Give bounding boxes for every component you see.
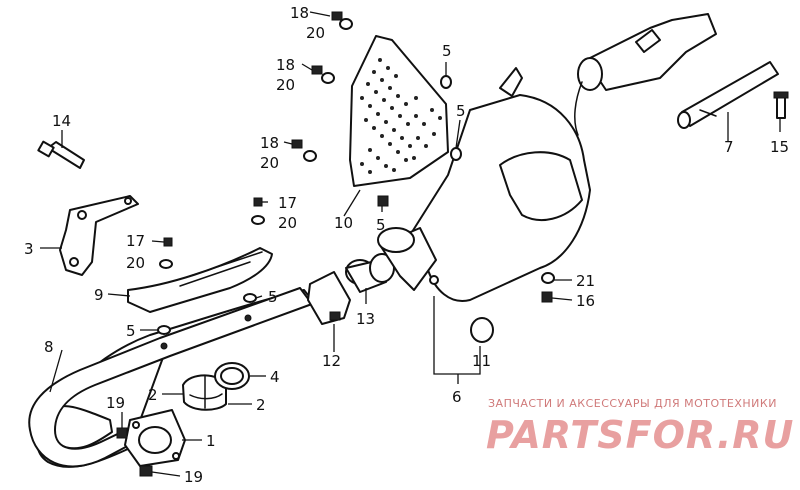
exhaust-gasket [214, 362, 250, 390]
label-20-top: 20 [306, 24, 325, 42]
label-7: 7 [724, 138, 734, 156]
label-19-b: 19 [184, 468, 203, 486]
muffler-protector [349, 35, 449, 187]
washer-20-d [251, 215, 265, 225]
label-5-a: 5 [442, 42, 452, 60]
label-20-d: 20 [278, 214, 297, 232]
pipe-heat-protector [127, 247, 273, 313]
label-18-low: 18 [260, 134, 279, 152]
label-20-e: 20 [126, 254, 145, 272]
leader-lines [40, 11, 781, 477]
bolt-18-low [291, 139, 303, 149]
label-15: 15 [770, 138, 789, 156]
label-12: 12 [322, 352, 341, 370]
label-14: 14 [52, 112, 71, 130]
fasteners [116, 11, 555, 477]
bolt-18-top [331, 11, 343, 21]
label-19-a: 19 [106, 394, 125, 412]
washer-21 [541, 272, 555, 284]
nut-19-b [139, 465, 153, 477]
bolt-17-a [253, 197, 263, 207]
watermark-subtitle: ЗАПЧАСТИ И АКСЕССУАРЫ ДЛЯ МОТОТЕХНИКИ [488, 397, 777, 410]
exhaust-flange [124, 409, 186, 467]
bolt-pipe-a [244, 314, 252, 322]
watermark-brand: PARTSFOR.RU [486, 413, 794, 457]
label-18-mid: 18 [276, 56, 295, 74]
rear-silencer [574, 13, 717, 136]
label-17-b: 17 [126, 232, 145, 250]
bolt-17-b [163, 237, 173, 247]
label-5-e: 5 [126, 322, 136, 340]
nut-19-a [116, 427, 128, 439]
label-5-d: 5 [268, 288, 278, 306]
bolt-18-mid [311, 65, 323, 75]
label-17-a: 17 [278, 194, 297, 212]
bracket-bolt [37, 140, 85, 169]
label-13: 13 [356, 310, 375, 328]
bolt-16 [541, 291, 553, 303]
muffler-sleeve [345, 253, 395, 293]
label-5-c: 5 [376, 216, 386, 234]
protector-holes [360, 58, 442, 174]
washer-5-a [440, 75, 452, 89]
washer-20-e [159, 259, 173, 269]
label-5-b: 5 [456, 102, 466, 120]
pipe-collets [182, 374, 227, 411]
label-20-low: 20 [260, 154, 279, 172]
washer-5-e [157, 325, 171, 335]
label-3: 3 [24, 240, 34, 258]
label-6: 6 [452, 388, 462, 406]
muffler-clamp [307, 271, 351, 325]
washer-5-b [450, 147, 462, 161]
label-9: 9 [94, 286, 104, 304]
drain-cap [470, 317, 494, 343]
tail-bolt [773, 91, 789, 119]
label-8: 8 [44, 338, 54, 356]
label-11: 11 [472, 352, 491, 370]
label-20-mid: 20 [276, 76, 295, 94]
label-2-b: 2 [256, 396, 266, 414]
muffler-body [377, 67, 591, 302]
label-1: 1 [206, 432, 216, 450]
watermark: ЗАПЧАСТИ И АКСЕССУАРЫ ДЛЯ МОТОТЕХНИКИ PA… [486, 397, 794, 457]
washer-20-low [303, 150, 317, 162]
bolt-pipe-b [160, 342, 168, 350]
label-18-top: 18 [290, 4, 309, 22]
muffler-bracket [59, 195, 139, 276]
label-21: 21 [576, 272, 595, 290]
tail-pipe [677, 61, 779, 129]
nut-5-c [377, 195, 389, 207]
callout-numbers: 18 20 18 20 18 20 5 5 5 10 17 20 17 20 9… [24, 4, 789, 486]
label-10: 10 [334, 214, 353, 232]
label-4: 4 [270, 368, 280, 386]
washer-5-d [243, 293, 257, 303]
washer-20-top [339, 18, 353, 30]
washer-20-mid [321, 72, 335, 84]
label-16: 16 [576, 292, 595, 310]
label-2-a: 2 [148, 386, 158, 404]
